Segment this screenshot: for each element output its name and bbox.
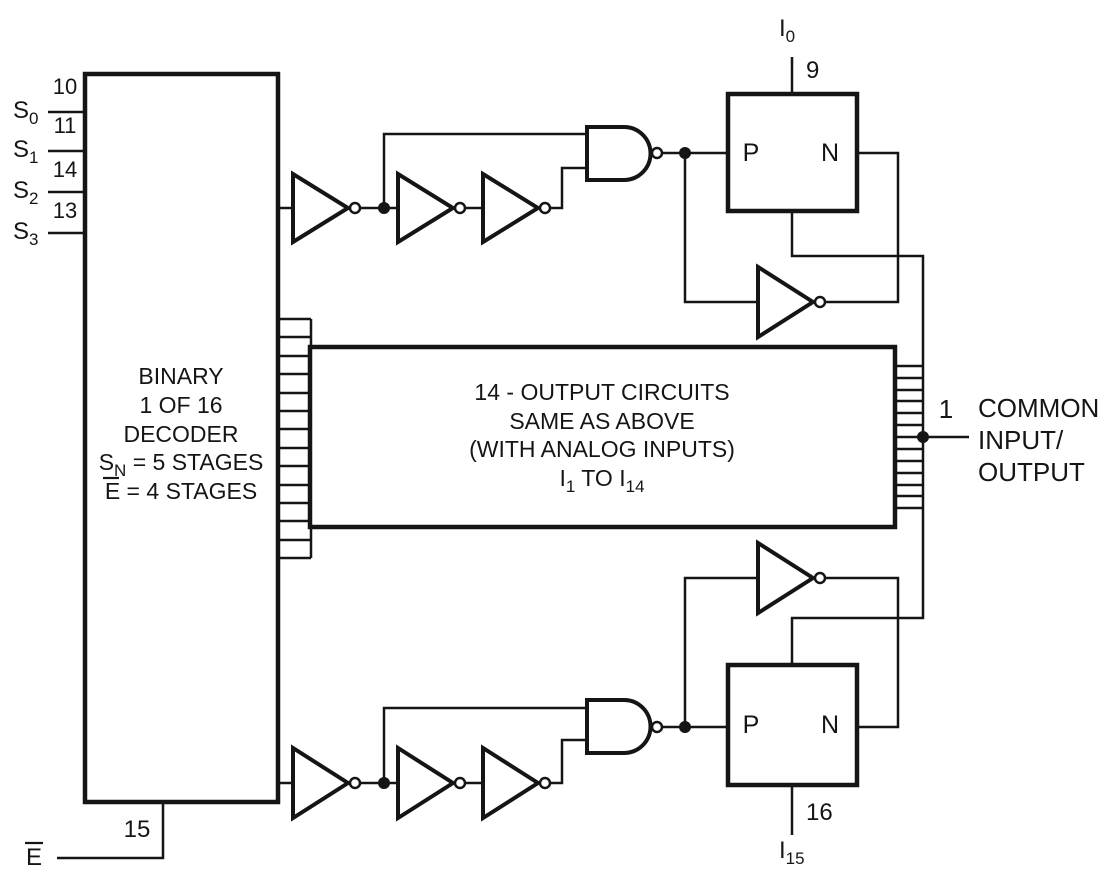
output-circuits-block [307,344,898,530]
inverter-bubble [538,776,552,790]
inverter-bubble [453,201,467,215]
n-terminal-label: N [821,711,839,739]
decoder-section: S0 S1 S2 S3 10 11 14 13 E 15 BINARY 1 OF… [13,71,313,871]
inverter-gate [396,744,457,822]
nand-bubble [650,146,664,160]
common-io-label-line2: INPUT/ [978,425,1064,455]
junction-dot [679,721,691,733]
junction-dot [378,202,390,214]
common-io-label-line3: OUTPUT [978,457,1085,487]
inverter-bubble [348,201,362,215]
inverter-bubble [538,201,552,215]
pin-label-13: 13 [53,198,77,223]
p-terminal-label: P [743,139,760,167]
common-io-label-line1: COMMON [978,393,1099,423]
inverter-bubble [453,776,467,790]
decoder-text-sn-stages: SN = 5 STAGES [99,449,264,480]
wire-branch-to-nand-top [382,706,587,783]
output-circuits-line3: (WITH ANALOG INPUTS) [469,436,735,462]
pin-label-15: 15 [124,816,151,843]
inverter-gate [396,170,457,246]
inverter-gate [481,170,542,246]
wire-driver-to-n-gate [825,576,900,729]
pin-label-16: 16 [806,799,833,826]
wire-driver-to-n-gate [825,151,900,304]
transmission-gate-block [725,662,860,788]
inverter-bubble [348,776,362,790]
nand-bubble [650,720,664,734]
channel-15-section: P N 16 I15 [278,539,900,868]
pin-label-10: 10 [53,74,77,99]
n-terminal-label: N [821,139,839,167]
decoder-text-line1: BINARY [138,363,223,389]
select-label-s3: S3 [13,218,38,249]
enable-label: E [26,844,42,871]
transmission-gate-block [725,91,860,214]
output-circuits-line1: 14 - OUTPUT CIRCUITS [474,379,729,405]
wire-branch-to-nand-top [382,132,587,208]
common-io-junction-dot [917,431,929,443]
channel-output-comb [895,364,923,510]
p-terminal-label: P [743,711,760,739]
inverter-gate [291,170,352,246]
analog-input-label-i15: I15 [779,837,805,868]
output-circuits-section: 1 COMMON INPUT/ OUTPUT 14 - OUTPUT CIRCU… [307,211,1099,665]
decoder-text-e-stages: E = 4 STAGES [105,478,257,504]
driver-inverter-gate [756,263,817,341]
pin-label-11: 11 [54,113,77,138]
wire-inv3-to-nand-bottom [550,166,587,210]
junction-dot [679,147,691,159]
pin-label-1: 1 [939,394,953,424]
driver-inverter-bubble [813,571,827,585]
decoder-text-line2: 1 OF 16 [139,392,222,418]
wire-inv3-to-nand-bottom [550,738,587,785]
enable-wire [57,802,165,860]
nand-gate [585,125,653,182]
select-label-s0: S0 [13,97,38,128]
nand-gate [585,698,653,755]
driver-inverter-bubble [813,295,827,309]
driver-inverter-gate [756,539,817,617]
decoder-output-ladder [278,317,313,560]
junction-dot [378,777,390,789]
analog-input-label-i0: I0 [779,15,795,46]
inverter-gate [481,744,542,822]
decoder-block [82,71,281,805]
inverter-gate [291,744,352,822]
output-circuits-range: I1 TO I14 [559,465,644,496]
decoder-text-line3: DECODER [123,421,238,447]
pin-label-9: 9 [806,57,819,84]
select-label-s1: S1 [13,136,38,167]
channel-0-section: P N I0 9 [278,15,900,341]
output-circuits-line2: SAME AS ABOVE [509,408,694,434]
wire-branch-to-driver-inverter [683,576,758,727]
pin-label-14: 14 [53,157,77,182]
select-label-s2: S2 [13,177,38,208]
wire-branch-to-driver-inverter [683,153,758,304]
